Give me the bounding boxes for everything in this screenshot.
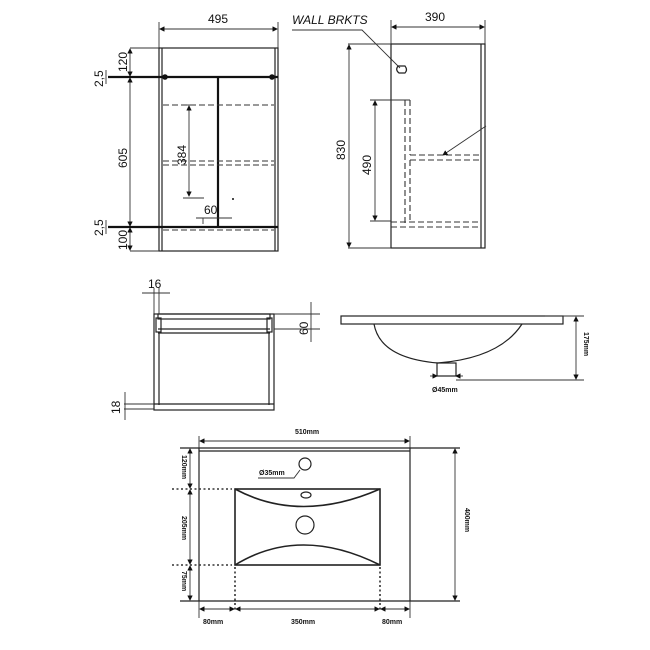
wall-brackets-callout: WALL BRKTS bbox=[292, 13, 368, 27]
top-section-view: 16 60 18 bbox=[109, 277, 320, 420]
shelf-height-label: 384 bbox=[175, 145, 189, 165]
top-rail-height-label: 60 bbox=[297, 321, 311, 335]
top-rail-label: 120 bbox=[116, 52, 130, 72]
side-height-label: 830 bbox=[334, 140, 348, 160]
plinth-label: 100 bbox=[116, 230, 130, 250]
handle-offset-label: 60 bbox=[204, 203, 218, 217]
right-margin-label: 80mm bbox=[382, 619, 402, 626]
bowl-depth-label: 205mm bbox=[180, 516, 187, 540]
front-width-label: 495 bbox=[208, 12, 228, 26]
basin-plan-view: 510mm Ø35mm 120mm 205mm 75mm 80mm 350mm … bbox=[172, 429, 470, 626]
front-margin-label: 75mm bbox=[180, 571, 187, 591]
basin-height-label: 175mm bbox=[582, 332, 589, 356]
tap-hole-label: Ø35mm bbox=[259, 470, 285, 477]
lower-gap-label: 2,5 bbox=[92, 219, 106, 236]
basin-depth-label: 400mm bbox=[463, 508, 470, 532]
basin-profile-view: Ø45mm 175mm bbox=[340, 315, 589, 394]
upper-gap-label: 2,5 bbox=[92, 70, 106, 87]
inner-height-label: 490 bbox=[360, 155, 374, 175]
waste-diameter-label: Ø45mm bbox=[432, 387, 458, 394]
basin-width-label: 510mm bbox=[295, 429, 319, 436]
bowl-width-label: 350mm bbox=[291, 619, 315, 626]
front-view: 495 384 60 120 bbox=[92, 12, 279, 252]
side-view: 390 WALL BRKTS 830 490 bbox=[292, 10, 487, 249]
door-height-label: 605 bbox=[116, 148, 130, 168]
side-depth-label: 390 bbox=[425, 10, 445, 24]
base-thickness-label: 18 bbox=[109, 400, 123, 414]
left-margin-label: 80mm bbox=[203, 619, 223, 626]
panel-thickness-label: 16 bbox=[148, 277, 162, 291]
back-margin-label: 120mm bbox=[180, 455, 187, 479]
